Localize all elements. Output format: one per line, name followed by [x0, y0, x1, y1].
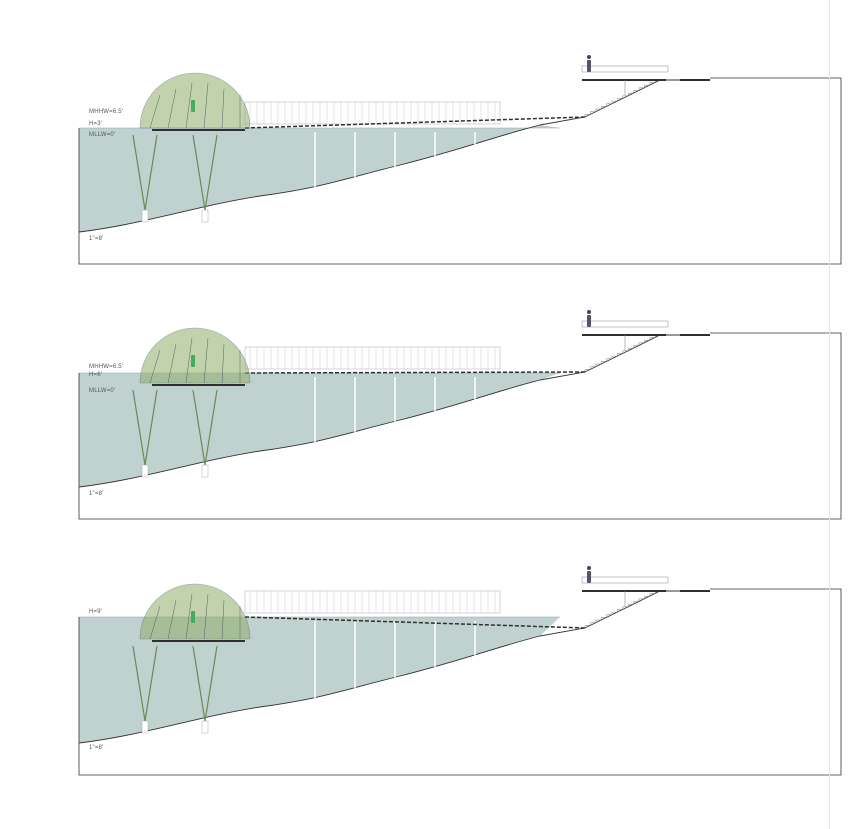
geodesic-dome [139, 327, 251, 384]
dome-strut [221, 88, 225, 129]
geodesic-dome [139, 583, 251, 640]
person-head [587, 566, 591, 570]
lookout-railing [581, 576, 669, 584]
section-panel [78, 310, 842, 520]
lookout-railing [581, 320, 669, 328]
dome-strut [149, 349, 161, 384]
tide-height-label: H=9' [89, 609, 103, 615]
stairs [584, 334, 661, 372]
section-frame [78, 77, 842, 265]
terrain-profile [78, 79, 710, 233]
dome-strut [185, 82, 193, 129]
tide-height-label: H=6' [89, 372, 103, 378]
section-frame [78, 332, 842, 520]
tide-height-label: H=3' [89, 121, 103, 127]
dome-strut [149, 94, 161, 129]
terrain-profile [78, 590, 710, 744]
page-edge-divider [829, 0, 830, 829]
mhhw-label: MHHW=6.5' [89, 109, 124, 115]
water-body [79, 373, 560, 487]
section-frame [78, 588, 842, 776]
mllw-label: MLLW=0' [89, 388, 116, 394]
person-figure [191, 611, 195, 623]
pylon-footing [141, 464, 149, 478]
person-head [587, 55, 591, 59]
boardwalk-railing [244, 346, 501, 370]
water-body [79, 125, 560, 232]
dome-strut [221, 599, 225, 640]
person-figure [587, 571, 591, 583]
dome-strut [221, 343, 225, 384]
dome-strut [203, 337, 209, 384]
water-body [79, 617, 560, 743]
stairs [584, 79, 661, 117]
dome-strut [167, 599, 177, 640]
lookout-railing [581, 65, 669, 73]
dome-strut [167, 343, 177, 384]
boardwalk-deck [244, 116, 586, 129]
pylon-footing [201, 720, 209, 734]
mllw-label: MLLW=0' [89, 132, 116, 138]
pylon-footing [201, 464, 209, 478]
stairs [584, 590, 661, 628]
terrain-profile [78, 334, 710, 488]
person-figure [191, 100, 195, 112]
section-panel [78, 566, 842, 776]
section-panel [78, 55, 842, 265]
boardwalk-deck [244, 371, 586, 374]
dome-strut [149, 605, 161, 640]
dome-strut [185, 337, 193, 384]
person-figure [191, 355, 195, 367]
boardwalk-deck [244, 616, 586, 629]
scale-label: 1"=8' [89, 236, 104, 242]
geodesic-dome [139, 72, 251, 129]
pylon-footing [141, 209, 149, 223]
pylon-footing [141, 720, 149, 734]
dome-strut [185, 593, 193, 640]
pylon-footing [201, 209, 209, 223]
mhhw-label: MHHW=6.5' [89, 364, 124, 370]
dome-strut [167, 88, 177, 129]
scale-label: 1"=8' [89, 491, 104, 497]
person-head [587, 310, 591, 314]
person-figure [587, 315, 591, 327]
scale-label: 1"=8' [89, 745, 104, 751]
person-figure [587, 60, 591, 72]
boardwalk-railing [244, 590, 501, 614]
dome-strut [203, 82, 209, 129]
dome-strut [203, 593, 209, 640]
